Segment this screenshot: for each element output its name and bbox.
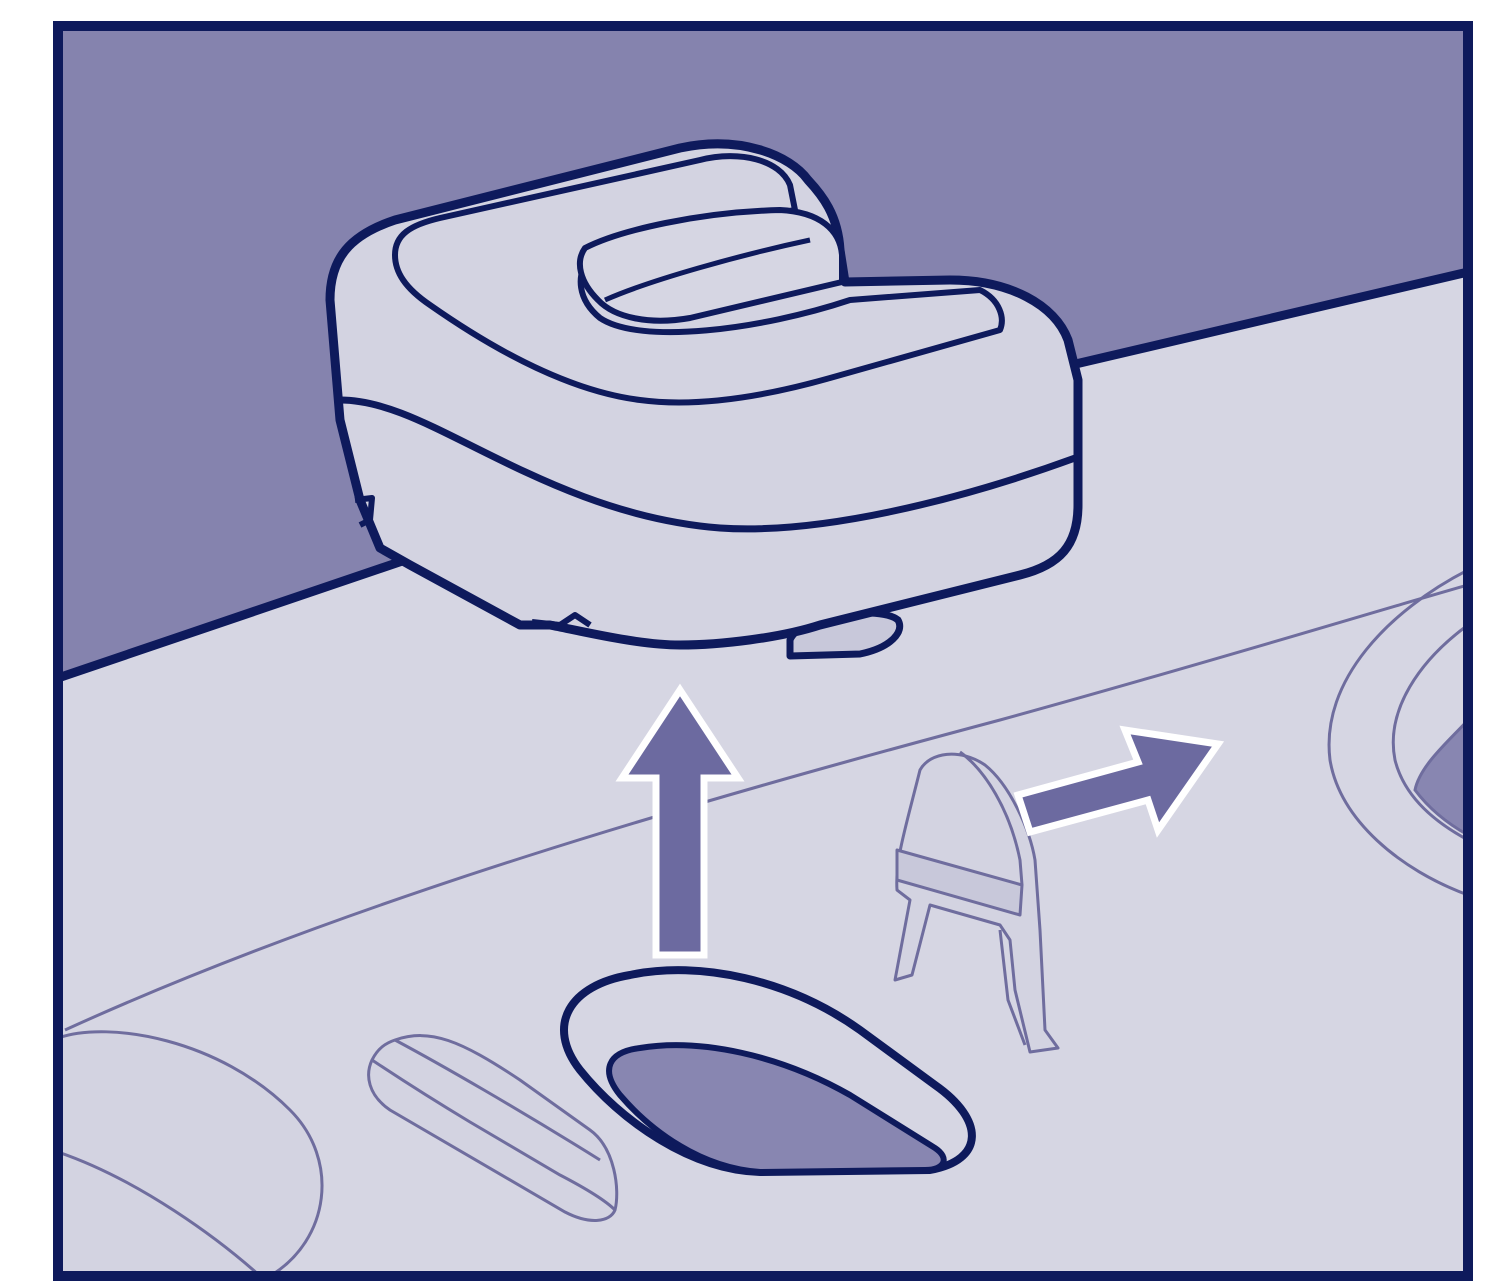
device-illustration (0, 0, 1488, 1286)
illustration-frame (0, 0, 1488, 1286)
